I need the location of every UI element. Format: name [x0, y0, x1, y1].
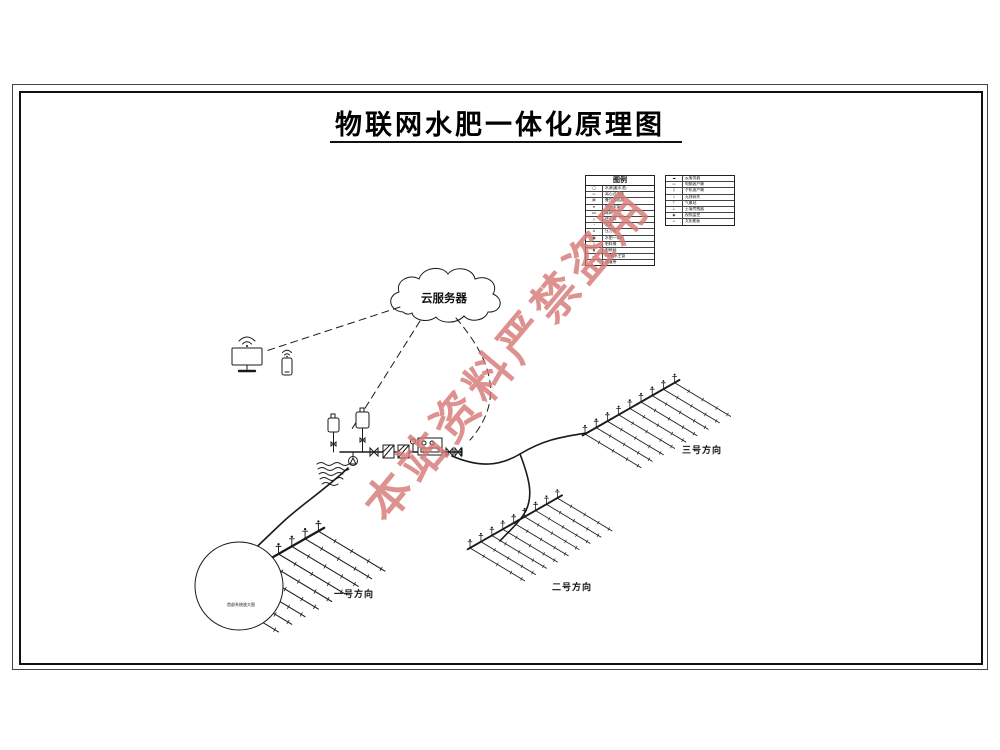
legend-symbol: ◯ — [586, 186, 603, 192]
legend-symbol: ⊙ — [586, 229, 603, 235]
legend-label: 离心过滤器 — [605, 192, 624, 197]
drawing-title: 物联网水肥一体化原理图 — [335, 110, 665, 140]
legend-label: 云服务器 — [685, 176, 701, 181]
legend-label: 视频监控 — [685, 213, 701, 218]
fertilizer-tank — [355, 407, 370, 453]
legend-label: 滴灌带 — [605, 260, 617, 265]
title-underline — [330, 141, 682, 143]
field-label-3: 三号方向 — [682, 444, 722, 455]
filter-icon — [382, 444, 395, 459]
legend-label: 压力表 — [605, 229, 617, 234]
legend-row: ⊤气象站 — [666, 200, 734, 207]
legend-label: 手机客户端 — [685, 188, 704, 193]
legend-label: 电脑客户端 — [685, 182, 704, 187]
legend-row: —PE输水主管 — [586, 254, 654, 261]
legend-row: ⋈球阀 — [586, 210, 654, 217]
legend-row: ▤叠片过滤器 — [586, 198, 654, 205]
legend-row: ▭离心过滤器 — [586, 192, 654, 199]
legend-row: ▮电磁阀 — [586, 247, 654, 255]
legend-row: ▱太阳能板 — [666, 219, 734, 225]
legend-label: 水源(蓄水池) — [605, 186, 627, 191]
pump-icon — [348, 451, 358, 466]
valve-icon — [454, 446, 462, 458]
legend-symbol: ⊤ — [666, 200, 683, 206]
legend-table: 图例 ◯水源(蓄水池)▭离心过滤器▤叠片过滤器●加压水泵⋈球阀△逆止阀◔水表⊙压… — [585, 175, 655, 267]
legend-row: ▯肥料桶 — [586, 241, 654, 248]
controller-cabinet — [417, 437, 443, 456]
legend-row: ┄滴灌带 — [586, 260, 654, 266]
pc-monitor-icon — [231, 336, 263, 373]
detail-label: 首部系统放大图 — [227, 601, 255, 607]
legend-symbol: ┄ — [586, 260, 603, 266]
legend-label: 无线网关 — [685, 194, 701, 199]
legend-row: ◔水表 — [586, 223, 654, 230]
legend-symbol: ⋈ — [586, 210, 603, 216]
legend-label: 加压水泵 — [605, 204, 621, 209]
legend-label: 土壤传感器 — [685, 207, 704, 212]
legend2-rows: ☁云服务器▭电脑客户端▯手机客户端⌾无线网关⊤气象站⊥土壤传感器◉视频监控▱太阳… — [666, 176, 734, 225]
dashed-links — [265, 306, 492, 441]
legend-symbol: ◔ — [586, 223, 603, 229]
legend-row: ⌾无线网关 — [666, 194, 734, 201]
phone-icon — [281, 349, 293, 376]
legend-symbol: ▣ — [586, 235, 603, 241]
legend-row: ⊙压力表 — [586, 229, 654, 236]
legend-row: ◉视频监控 — [666, 213, 734, 220]
legend-rows: ◯水源(蓄水池)▭离心过滤器▤叠片过滤器●加压水泵⋈球阀△逆止阀◔水表⊙压力表▣… — [586, 186, 654, 266]
legend-label: 水肥一体机 — [605, 235, 624, 240]
legend-symbol: ▯ — [666, 188, 683, 194]
legend-label: 叠片过滤器 — [605, 198, 624, 203]
pressure-gauge-icon — [410, 438, 416, 453]
legend-title: 图例 — [586, 176, 654, 186]
field-2 — [468, 489, 612, 581]
valve-icon — [369, 446, 379, 458]
legend-table-2: ☁云服务器▭电脑客户端▯手机客户端⌾无线网关⊤气象站⊥土壤传感器◉视频监控▱太阳… — [665, 175, 735, 226]
legend-symbol: ☁ — [666, 176, 683, 182]
legend-symbol: ⊥ — [666, 206, 683, 213]
legend-label: 球阀 — [605, 210, 613, 215]
legend-row: ▭电脑客户端 — [666, 182, 734, 189]
legend-symbol: ▭ — [586, 192, 603, 198]
legend-label: 水表 — [605, 223, 613, 228]
legend-row: ⊥土壤传感器 — [666, 206, 734, 214]
cloud-server: 云服务器 — [390, 267, 501, 323]
fertigation-station — [316, 407, 463, 486]
legend-symbol: ◉ — [666, 213, 683, 219]
legend-row: △逆止阀 — [586, 216, 654, 224]
valve-icon — [445, 446, 454, 458]
cloud-label: 云服务器 — [421, 291, 467, 305]
legend-symbol: ▯ — [586, 241, 603, 247]
legend-row: ☁云服务器 — [666, 176, 734, 183]
legend-label: 逆止阀 — [605, 217, 617, 222]
legend-symbol: ▮ — [586, 247, 603, 254]
legend-symbol: △ — [586, 216, 603, 223]
legend-symbol: ⌾ — [666, 194, 683, 200]
legend-symbol: ▱ — [666, 219, 683, 225]
legend-row: ◯水源(蓄水池) — [586, 186, 654, 193]
wifi-icon — [238, 336, 256, 347]
legend-label: 太阳能板 — [685, 219, 701, 224]
legend-label: 电磁阀 — [605, 247, 617, 252]
legend-symbol: ▤ — [586, 198, 603, 204]
field-label-2: 二号方向 — [552, 581, 592, 592]
wifi-icon — [282, 349, 292, 358]
legend-row: ▣水肥一体机 — [586, 235, 654, 242]
legend-label: 气象站 — [685, 200, 697, 205]
water-source — [316, 462, 350, 486]
legend-label: 肥料桶 — [605, 241, 617, 246]
legend-label: PE输水主管 — [605, 254, 626, 259]
field-label-1: 一号方向 — [334, 588, 374, 599]
filter-icon — [397, 444, 410, 459]
fertilizer-tank — [327, 413, 340, 453]
border-inner — [19, 91, 983, 665]
legend-row: ▯手机客户端 — [666, 188, 734, 195]
detail-callout: 首部系统放大图 — [194, 541, 284, 631]
border-outer — [12, 84, 988, 670]
legend-row: ●加压水泵 — [586, 204, 654, 211]
legend-symbol: — — [586, 254, 603, 260]
legend-symbol: ● — [586, 204, 603, 210]
legend-symbol: ▭ — [666, 182, 683, 188]
